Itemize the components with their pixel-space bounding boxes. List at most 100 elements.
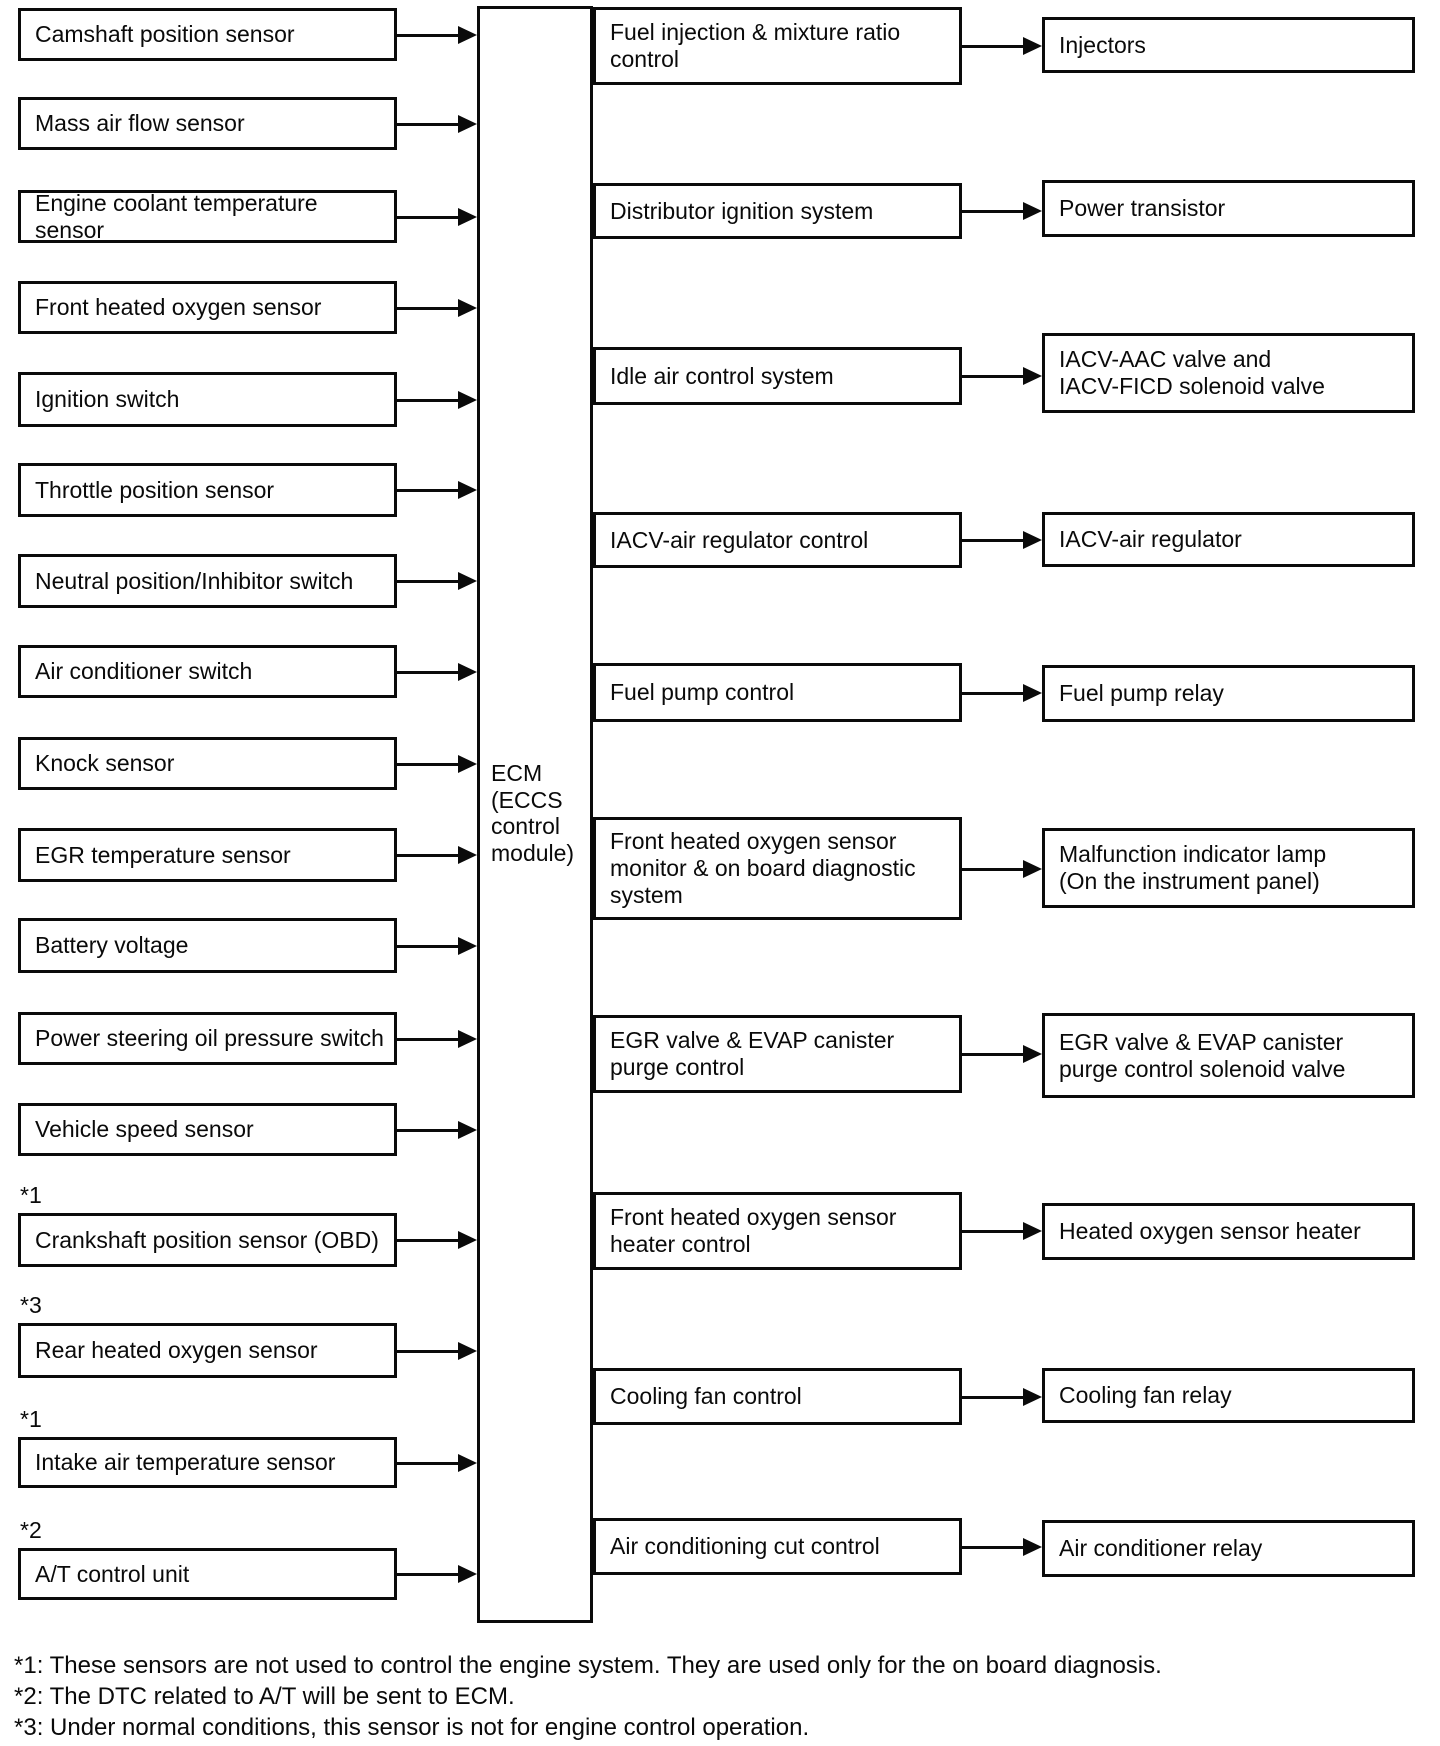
control-function-label: Front heated oxygen sensor monitor & on … (610, 828, 916, 908)
control-to-actuator-arrow (962, 210, 1025, 213)
arrowhead-icon (1023, 1387, 1042, 1406)
control-to-actuator-arrow (962, 1230, 1025, 1233)
arrowhead-icon (1023, 1045, 1042, 1063)
arrowhead-icon (1023, 1537, 1042, 1556)
sensor-footnote-marker: *3 (20, 1292, 42, 1318)
footnote: *1: These sensors are not used to contro… (14, 1652, 1162, 1679)
control-function-box: Idle air control system (593, 347, 962, 405)
arrowhead-icon (1023, 1222, 1042, 1240)
sensor-label: Intake air temperature sensor (35, 1449, 336, 1476)
sensor-to-ecm-arrow (397, 1128, 460, 1132)
sensor-label: Throttle position sensor (35, 476, 275, 503)
control-function-label: IACV-air regulator control (610, 526, 869, 553)
sensor-box: A/T control unit (18, 1548, 397, 1600)
sensor-label: Neutral position/Inhibitor switch (35, 567, 354, 594)
actuator-box: Power transistor (1042, 180, 1415, 237)
actuator-label: IACV-air regulator (1059, 526, 1242, 553)
footnotes: *1: These sensors are not used to contro… (14, 1650, 1162, 1743)
arrowhead-icon (458, 1341, 477, 1360)
actuator-label: Malfunction indicator lamp (On the instr… (1059, 841, 1327, 894)
control-function-box: Front heated oxygen sensor monitor & on … (593, 817, 962, 920)
actuator-box: Air conditioner relay (1042, 1520, 1415, 1577)
control-function-label: Front heated oxygen sensor heater contro… (610, 1204, 897, 1257)
sensor-label: EGR temperature sensor (35, 841, 291, 868)
arrowhead-icon (458, 1029, 477, 1048)
control-to-actuator-arrow (962, 375, 1025, 378)
arrowhead-icon (458, 846, 477, 864)
sensor-to-ecm-arrow (397, 215, 460, 219)
sensor-to-ecm-arrow (397, 1349, 460, 1353)
control-to-actuator-arrow (962, 45, 1025, 48)
actuator-label: Air conditioner relay (1059, 1535, 1263, 1562)
sensor-label: A/T control unit (35, 1560, 190, 1587)
sensor-label: Mass air flow sensor (35, 110, 245, 137)
arrowhead-icon (458, 572, 477, 590)
control-function-label: Distributor ignition system (610, 197, 874, 224)
control-function-box: Distributor ignition system (593, 183, 962, 239)
actuator-label: Injectors (1059, 31, 1146, 58)
ecm-box: ECM (ECCS control module) (477, 6, 593, 1623)
sensor-box: Throttle position sensor (18, 463, 397, 517)
actuator-box: Injectors (1042, 17, 1415, 73)
sensor-label: Crankshaft position sensor (OBD) (35, 1226, 379, 1253)
sensor-box: Rear heated oxygen sensor (18, 1323, 397, 1378)
sensor-to-ecm-arrow (397, 1461, 460, 1465)
sensor-to-ecm-arrow (397, 306, 460, 310)
control-to-actuator-arrow (962, 1053, 1025, 1056)
sensor-box: Front heated oxygen sensor (18, 281, 397, 334)
actuator-label: Fuel pump relay (1059, 680, 1224, 707)
arrowhead-icon (1023, 531, 1042, 549)
control-to-actuator-arrow (962, 1545, 1025, 1549)
sensor-to-ecm-arrow (397, 1573, 460, 1576)
sensor-to-ecm-arrow (397, 762, 460, 766)
control-function-box: Air conditioning cut control (593, 1518, 962, 1575)
sensor-to-ecm-arrow (397, 670, 460, 674)
control-function-label: Idle air control system (610, 362, 834, 389)
control-function-label: Air conditioning cut control (610, 1533, 880, 1560)
actuator-label: Heated oxygen sensor heater (1059, 1218, 1361, 1245)
arrowhead-icon (458, 481, 477, 499)
control-to-actuator-arrow (962, 1395, 1025, 1399)
arrowhead-icon (458, 207, 477, 226)
sensor-label: Front heated oxygen sensor (35, 294, 322, 321)
control-to-actuator-arrow (962, 867, 1025, 871)
actuator-label: EGR valve & EVAP canister purge control … (1059, 1028, 1346, 1082)
sensor-box: EGR temperature sensor (18, 828, 397, 882)
sensor-label: Engine coolant temperature sensor (35, 189, 318, 243)
arrowhead-icon (1023, 202, 1042, 220)
sensor-label: Vehicle speed sensor (35, 1116, 254, 1143)
sensor-label: Battery voltage (35, 932, 189, 959)
arrowhead-icon (458, 662, 477, 681)
control-function-box: EGR valve & EVAP canister purge control (593, 1015, 962, 1093)
arrowhead-icon (458, 1120, 477, 1139)
sensor-box: Neutral position/Inhibitor switch (18, 554, 397, 608)
arrowhead-icon (458, 1453, 477, 1472)
arrowhead-icon (458, 298, 477, 317)
actuator-box: Cooling fan relay (1042, 1368, 1415, 1423)
control-function-label: EGR valve & EVAP canister purge control (610, 1027, 895, 1080)
arrowhead-icon (458, 1565, 477, 1583)
sensor-box: Battery voltage (18, 918, 397, 973)
arrowhead-icon (458, 114, 477, 133)
control-function-box: IACV-air regulator control (593, 512, 962, 568)
sensor-to-ecm-arrow (397, 854, 460, 857)
sensor-label: Rear heated oxygen sensor (35, 1337, 318, 1364)
sensor-to-ecm-arrow (397, 1239, 460, 1242)
sensor-box: Knock sensor (18, 737, 397, 790)
arrowhead-icon (1023, 367, 1042, 385)
arrowhead-icon (458, 25, 477, 44)
sensor-label: Camshaft position sensor (35, 21, 295, 48)
control-function-label: Cooling fan control (610, 1383, 802, 1410)
actuator-label: IACV-AAC valve and IACV-FICD solenoid va… (1059, 346, 1325, 399)
sensor-box: Air conditioner switch (18, 645, 397, 698)
sensor-label: Knock sensor (35, 750, 175, 777)
arrowhead-icon (458, 754, 477, 773)
footnote: *2: The DTC related to A/T will be sent … (14, 1683, 515, 1710)
sensor-box: Crankshaft position sensor (OBD) (18, 1213, 397, 1267)
actuator-box: Fuel pump relay (1042, 665, 1415, 722)
sensor-to-ecm-arrow (397, 489, 460, 492)
sensor-to-ecm-arrow (397, 580, 460, 583)
sensor-box: Vehicle speed sensor (18, 1103, 397, 1156)
sensor-to-ecm-arrow (397, 122, 460, 126)
